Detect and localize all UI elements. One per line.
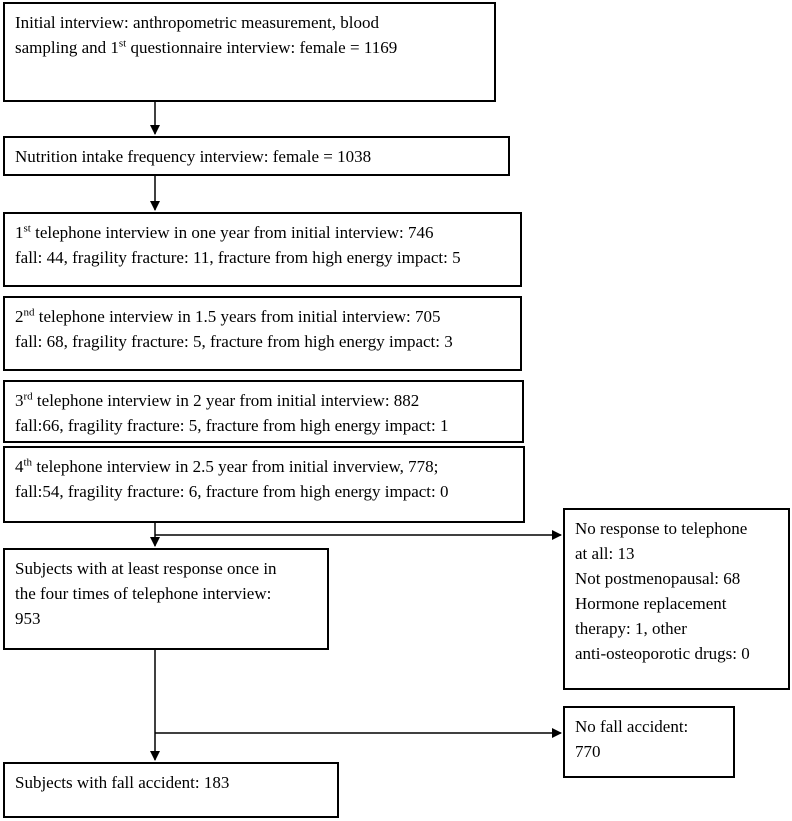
no-fall-line2: 770	[575, 742, 601, 761]
box-responders: Subjects with at least response once in …	[3, 548, 329, 650]
excluded-line6: anti-osteoporotic drugs: 0	[575, 644, 750, 663]
no-fall-line1: No fall accident:	[575, 717, 689, 736]
tel2-line2: fall: 68, fragility fracture: 5, fractur…	[15, 332, 453, 351]
initial-line2-post: questionnaire interview: female = 1169	[126, 38, 398, 57]
box-telephone-interview-4: 4th telephone interview in 2.5 year from…	[3, 446, 525, 523]
box-fall-accident: Subjects with fall accident: 183	[3, 762, 339, 818]
tel4-line1: telephone interview in 2.5 year from ini…	[32, 457, 439, 476]
responders-line3: 953	[15, 609, 41, 628]
initial-line2-pre: sampling and 1	[15, 38, 119, 57]
excluded-line4: Hormone replacement	[575, 594, 727, 613]
tel1-num: 1	[15, 223, 24, 242]
box-initial-interview: Initial interview: anthropometric measur…	[3, 2, 496, 102]
box-telephone-interview-1: 1st telephone interview in one year from…	[3, 212, 522, 287]
excluded-line3: Not postmenopausal: 68	[575, 569, 741, 588]
initial-line2-sup: st	[118, 37, 127, 50]
tel3-line1: telephone interview in 2 year from initi…	[32, 391, 420, 410]
tel1-sup: st	[23, 222, 31, 235]
fall-line1: Subjects with fall accident: 183	[15, 773, 230, 792]
tel2-num: 2	[15, 307, 24, 326]
excluded-line1: No response to telephone	[575, 519, 748, 538]
tel3-line2: fall:66, fragility fracture: 5, fracture…	[15, 416, 449, 435]
box-telephone-interview-3: 3rd telephone interview in 2 year from i…	[3, 380, 524, 443]
tel3-num: 3	[15, 391, 24, 410]
excluded-line2: at all: 13	[575, 544, 635, 563]
tel2-sup: nd	[23, 306, 35, 319]
box-nutrition-interview: Nutrition intake frequency interview: fe…	[3, 136, 510, 176]
tel2-line1: telephone interview in 1.5 years from in…	[34, 307, 441, 326]
nutrition-line1: Nutrition intake frequency interview: fe…	[15, 147, 372, 166]
responders-line2: the four times of telephone interview:	[15, 584, 272, 603]
tel1-line1: telephone interview in one year from ini…	[30, 223, 434, 242]
tel4-num: 4	[15, 457, 24, 476]
box-telephone-interview-2: 2nd telephone interview in 1.5 years fro…	[3, 296, 522, 371]
responders-line1: Subjects with at least response once in	[15, 559, 277, 578]
tel1-line2: fall: 44, fragility fracture: 11, fractu…	[15, 248, 461, 267]
tel4-sup: th	[23, 456, 33, 469]
excluded-line5: therapy: 1, other	[575, 619, 687, 638]
initial-line1: Initial interview: anthropometric measur…	[15, 13, 379, 32]
tel4-line2: fall:54, fragility fracture: 6, fracture…	[15, 482, 449, 501]
tel3-sup: rd	[23, 390, 33, 403]
box-no-fall: No fall accident: 770	[563, 706, 735, 778]
box-excluded: No response to telephone at all: 13 Not …	[563, 508, 790, 690]
